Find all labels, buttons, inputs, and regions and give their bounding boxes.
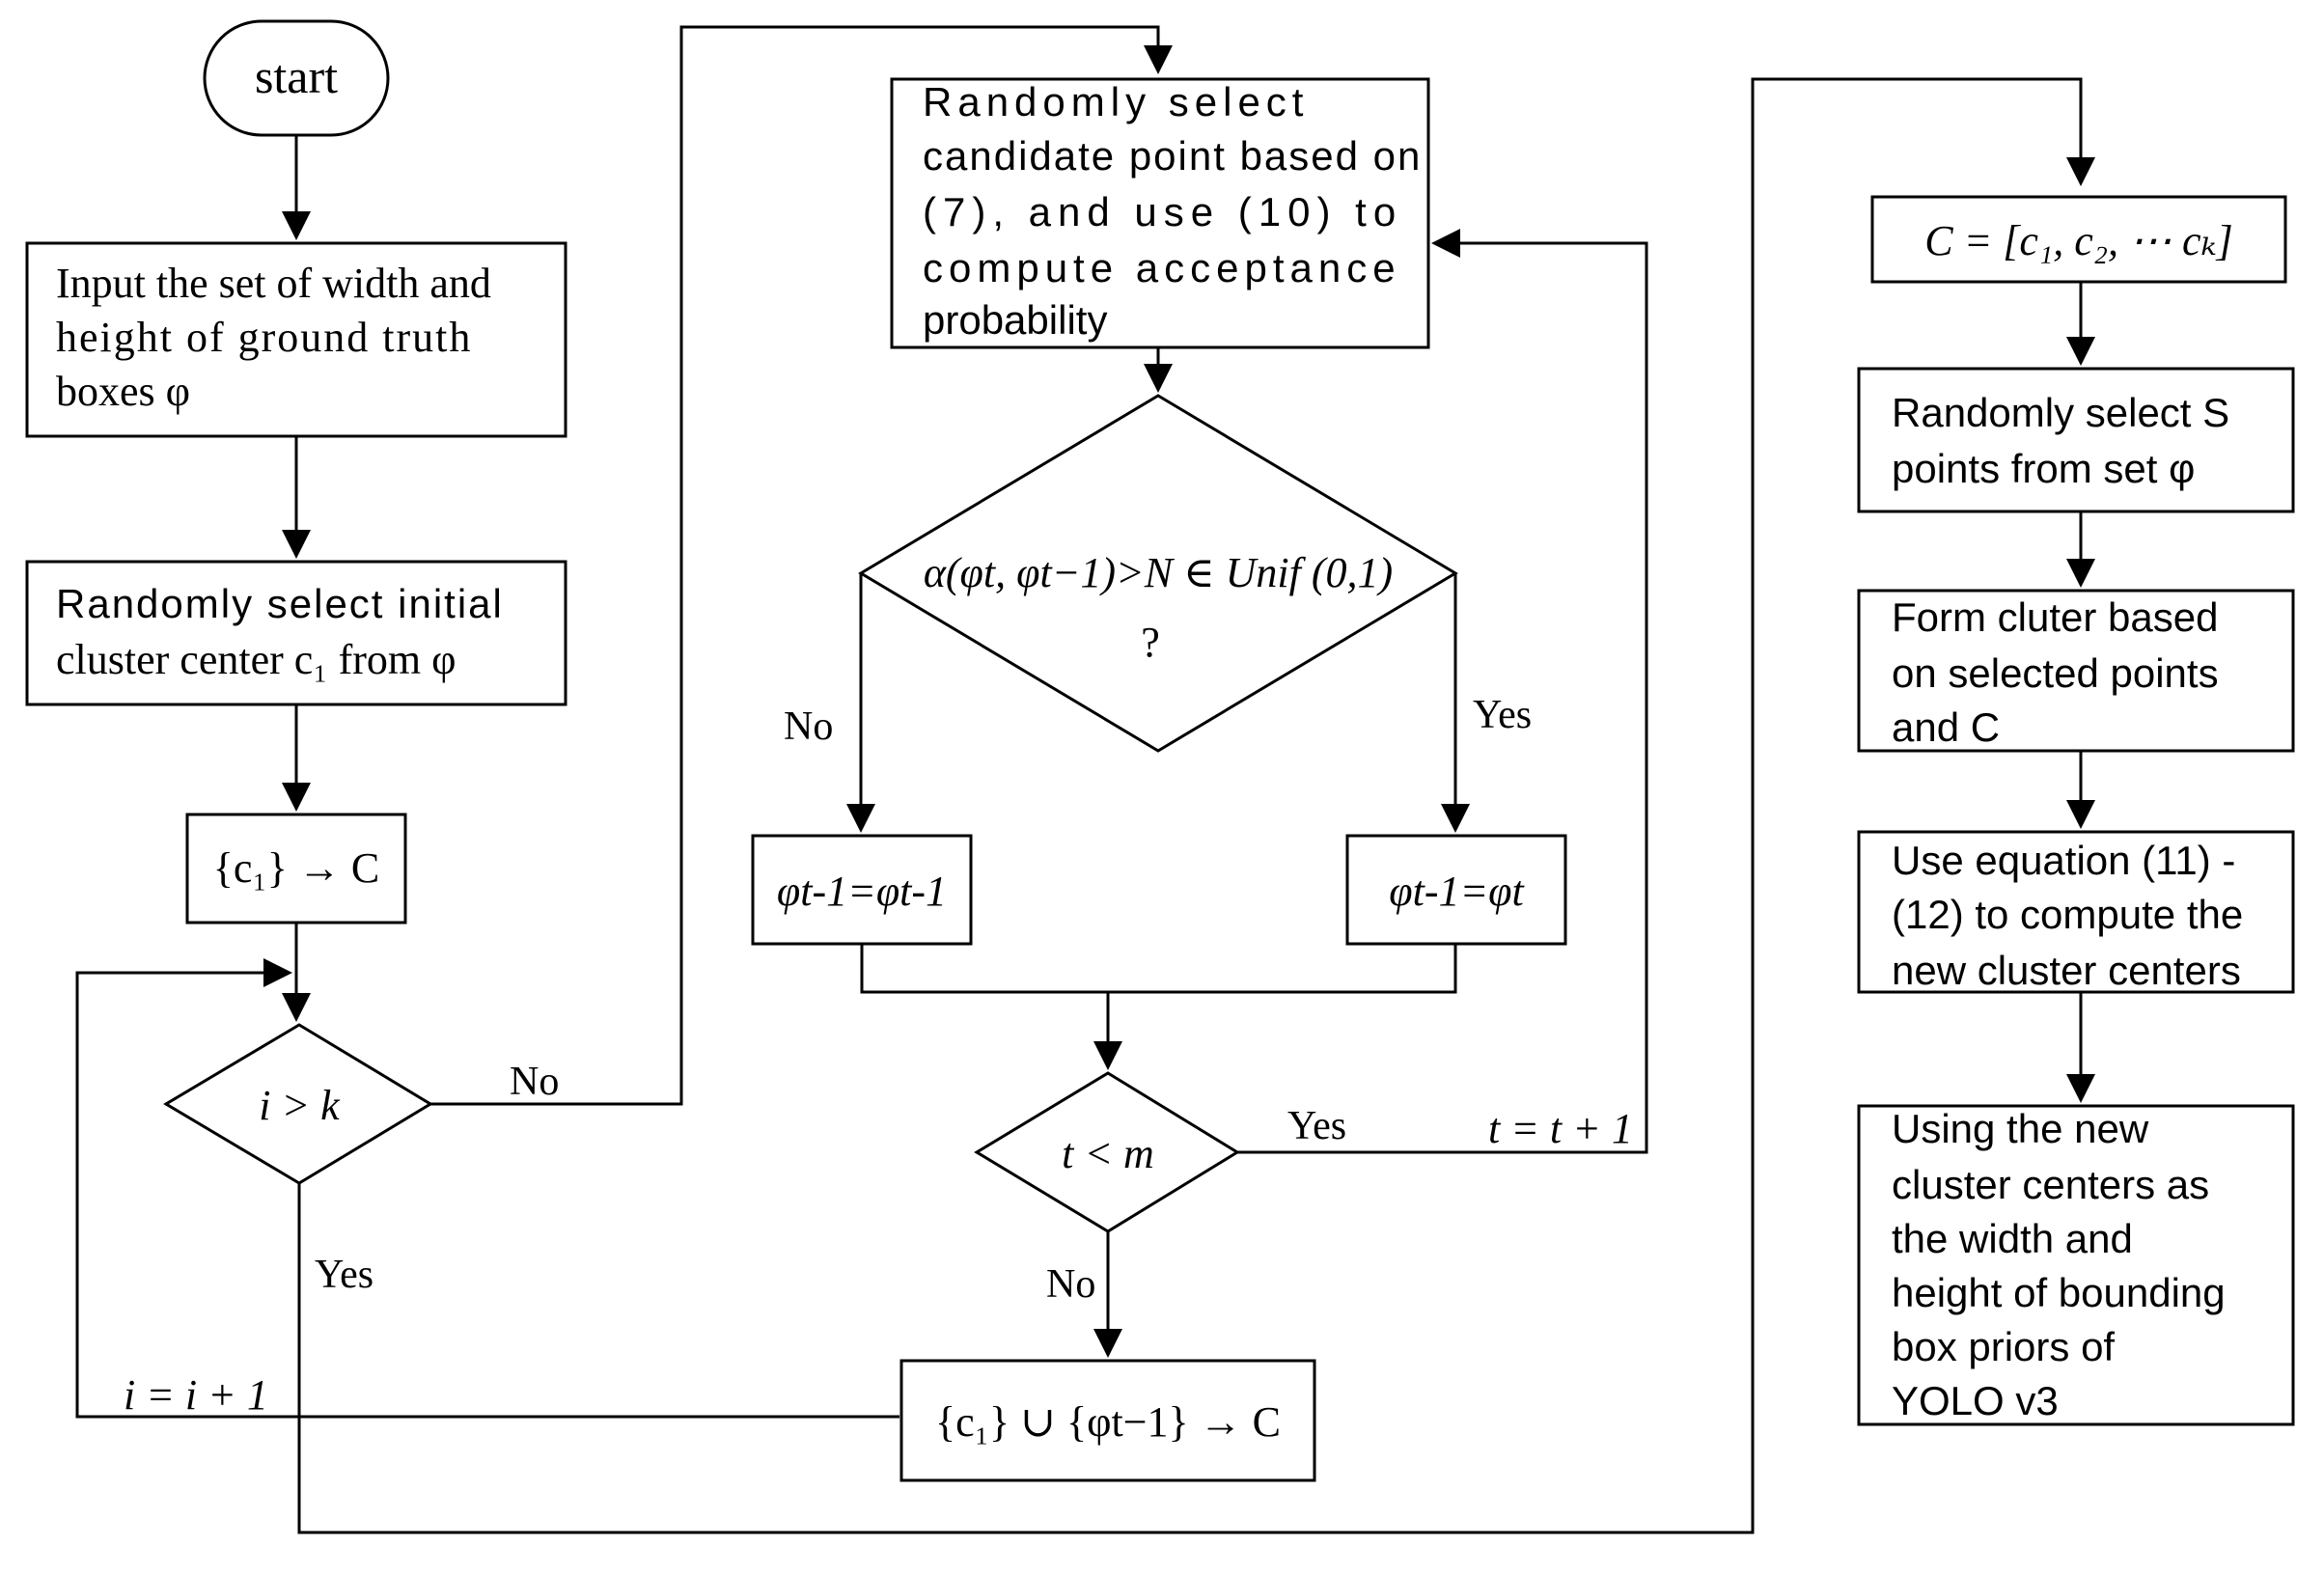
union-label: {c₁} ∪ {φt−1} → C <box>935 1398 1281 1446</box>
form-line2: on selected points <box>1892 650 2219 696</box>
start-label: start <box>255 49 338 103</box>
form-line3: and C <box>1892 704 2000 750</box>
cond-t-diamond: t < m <box>974 1071 1240 1233</box>
final-line3: the width and <box>1892 1216 2133 1261</box>
c1-to-C-box: {c₁} → C <box>185 813 407 924</box>
candidate-box: Randomly select candidate point based on… <box>890 77 1430 349</box>
c1-to-C-label: {c₁} → C <box>213 844 379 892</box>
cond-i-label: i > k <box>259 1082 341 1129</box>
select-s-line1: Randomly select S <box>1892 390 2229 435</box>
cond-alpha-question: ? <box>1141 619 1160 666</box>
loop-i-increment <box>75 958 899 1419</box>
arrow-t-yes-to-candidate <box>1237 229 1648 1154</box>
random-init-line1: Randomly select initial <box>56 581 504 626</box>
merge-line <box>860 944 1457 994</box>
phi-yes-box: φt-1=φt <box>1345 834 1567 946</box>
final-line2: cluster centers as <box>1892 1162 2209 1207</box>
union-box: {c₁} ∪ {φt−1} → C <box>899 1359 1316 1482</box>
no-t-label: No <box>1046 1262 1095 1307</box>
arrow-i-yes-to-Cset <box>297 77 2095 1534</box>
use-equation-box: Use equation (11) - (12) to compute the … <box>1857 830 2295 994</box>
random-init-box: Randomly select initial cluster center c… <box>25 560 567 706</box>
yes-t-label: Yes <box>1287 1104 1346 1148</box>
final-line1: Using the new <box>1892 1106 2149 1151</box>
final-line4: height of bounding <box>1892 1270 2226 1315</box>
input-line1: Input the set of width and <box>56 260 491 307</box>
yes-i-label: Yes <box>315 1253 374 1297</box>
input-box: Input the set of width and height of gro… <box>25 241 567 438</box>
candidate-line1: Randomly select <box>923 79 1309 124</box>
final-box: Using the new cluster centers as the wid… <box>1857 1104 2295 1426</box>
phi-no-label: φt-1=φt-1 <box>777 868 947 915</box>
C-set-label: C = [c₁, c₂, ⋯ cₖ] <box>1924 217 2233 264</box>
cond-alpha-diamond: α(φt, φt−1)>N ∈ Unif (0,1) ? <box>858 394 1458 753</box>
form-cluster-box: Form cluter based on selected points and… <box>1857 589 2295 753</box>
random-init-line2: cluster center c₁ from φ <box>56 636 456 683</box>
i-increment-label: i = i + 1 <box>124 1371 268 1419</box>
phi-yes-label: φt-1=φt <box>1389 868 1525 915</box>
select-s-line2: points from set φ <box>1892 446 2195 491</box>
candidate-line4: compute acceptance <box>923 245 1401 290</box>
C-set-box: C = [c₁, c₂, ⋯ cₖ] <box>1870 195 2287 284</box>
arrow-i-no-to-candidate <box>430 25 1173 1106</box>
final-line5: box priors of <box>1892 1324 2115 1369</box>
final-line6: YOLO v3 <box>1892 1378 2059 1423</box>
use-eq-line2: (12) to compute the <box>1892 892 2243 937</box>
use-eq-line1: Use equation (11) - <box>1892 838 2235 883</box>
input-line2: height of ground truth <box>56 314 472 361</box>
cond-t-label: t < m <box>1062 1130 1154 1177</box>
select-s-box: Randomly select S points from set φ <box>1857 367 2295 513</box>
input-line3: boxes φ <box>56 368 190 415</box>
candidate-line5: probability <box>923 297 1107 343</box>
candidate-line3: (7), and use (10) to <box>923 189 1402 235</box>
no-alpha-label: No <box>784 704 833 749</box>
no-i-label: No <box>510 1060 559 1104</box>
candidate-line2: candidate point based on <box>923 133 1422 179</box>
yes-alpha-label: Yes <box>1473 693 1532 737</box>
form-line1: Form cluter based <box>1892 594 2218 640</box>
use-eq-line3: new cluster centers <box>1892 948 2241 993</box>
start-terminal: start <box>203 19 390 137</box>
cond-i-diamond: i > k <box>163 1023 433 1185</box>
t-increment-label: t = t + 1 <box>1488 1105 1633 1152</box>
cond-alpha-label: α(φt, φt−1)>N ∈ Unif (0,1) <box>924 549 1393 596</box>
phi-no-box: φt-1=φt-1 <box>751 834 973 946</box>
